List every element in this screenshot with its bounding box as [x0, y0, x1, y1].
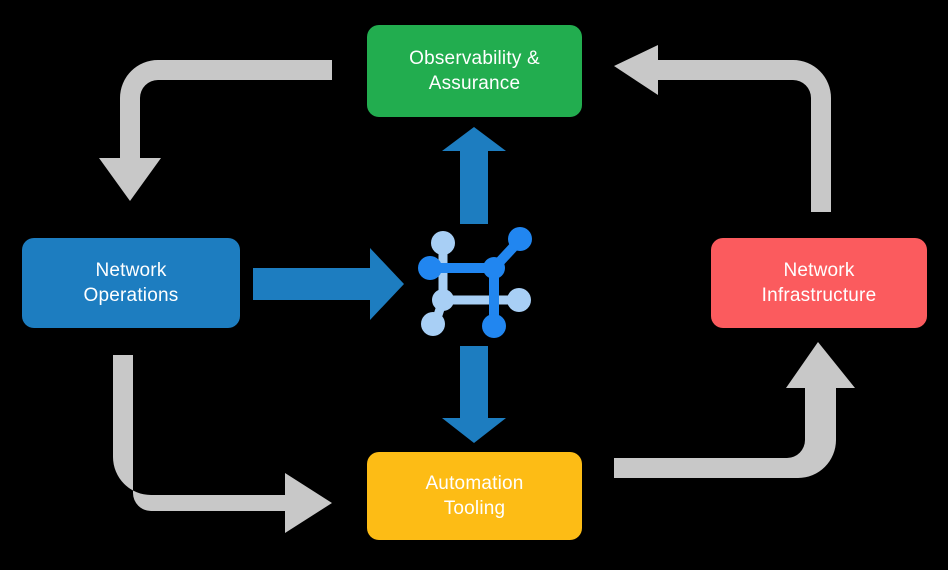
automation-tooling-label-line1: Automation	[425, 472, 524, 494]
arrow-observability-to-operations	[99, 60, 332, 201]
network-operations-box[interactable]: Network Operations	[22, 238, 240, 328]
arrow-operations-to-automation	[113, 355, 332, 533]
observability-assurance-label-line2: Assurance	[428, 73, 521, 94]
observability-assurance-box[interactable]: Observability & Assurance	[367, 25, 582, 117]
arrow-automation-to-infrastructure	[614, 342, 855, 478]
arrow-operations-to-center	[253, 248, 404, 320]
network-infrastructure-label-line2: Infrastructure	[761, 285, 877, 306]
observability-assurance-label-line1: Observability &	[409, 47, 540, 69]
network-infrastructure-label-line1: Network	[783, 259, 855, 281]
network-infrastructure-box[interactable]: Network Infrastructure	[711, 238, 927, 328]
arrow-center-to-automation	[442, 346, 506, 443]
automation-tooling-label-line2: Tooling	[443, 498, 506, 519]
arrow-infrastructure-to-observability	[614, 45, 831, 212]
arrow-center-to-observability	[442, 127, 506, 224]
network-operations-label-line2: Operations	[83, 285, 179, 306]
network-operations-label-line1: Network	[95, 259, 167, 281]
automation-tooling-box[interactable]: Automation Tooling	[367, 452, 582, 540]
